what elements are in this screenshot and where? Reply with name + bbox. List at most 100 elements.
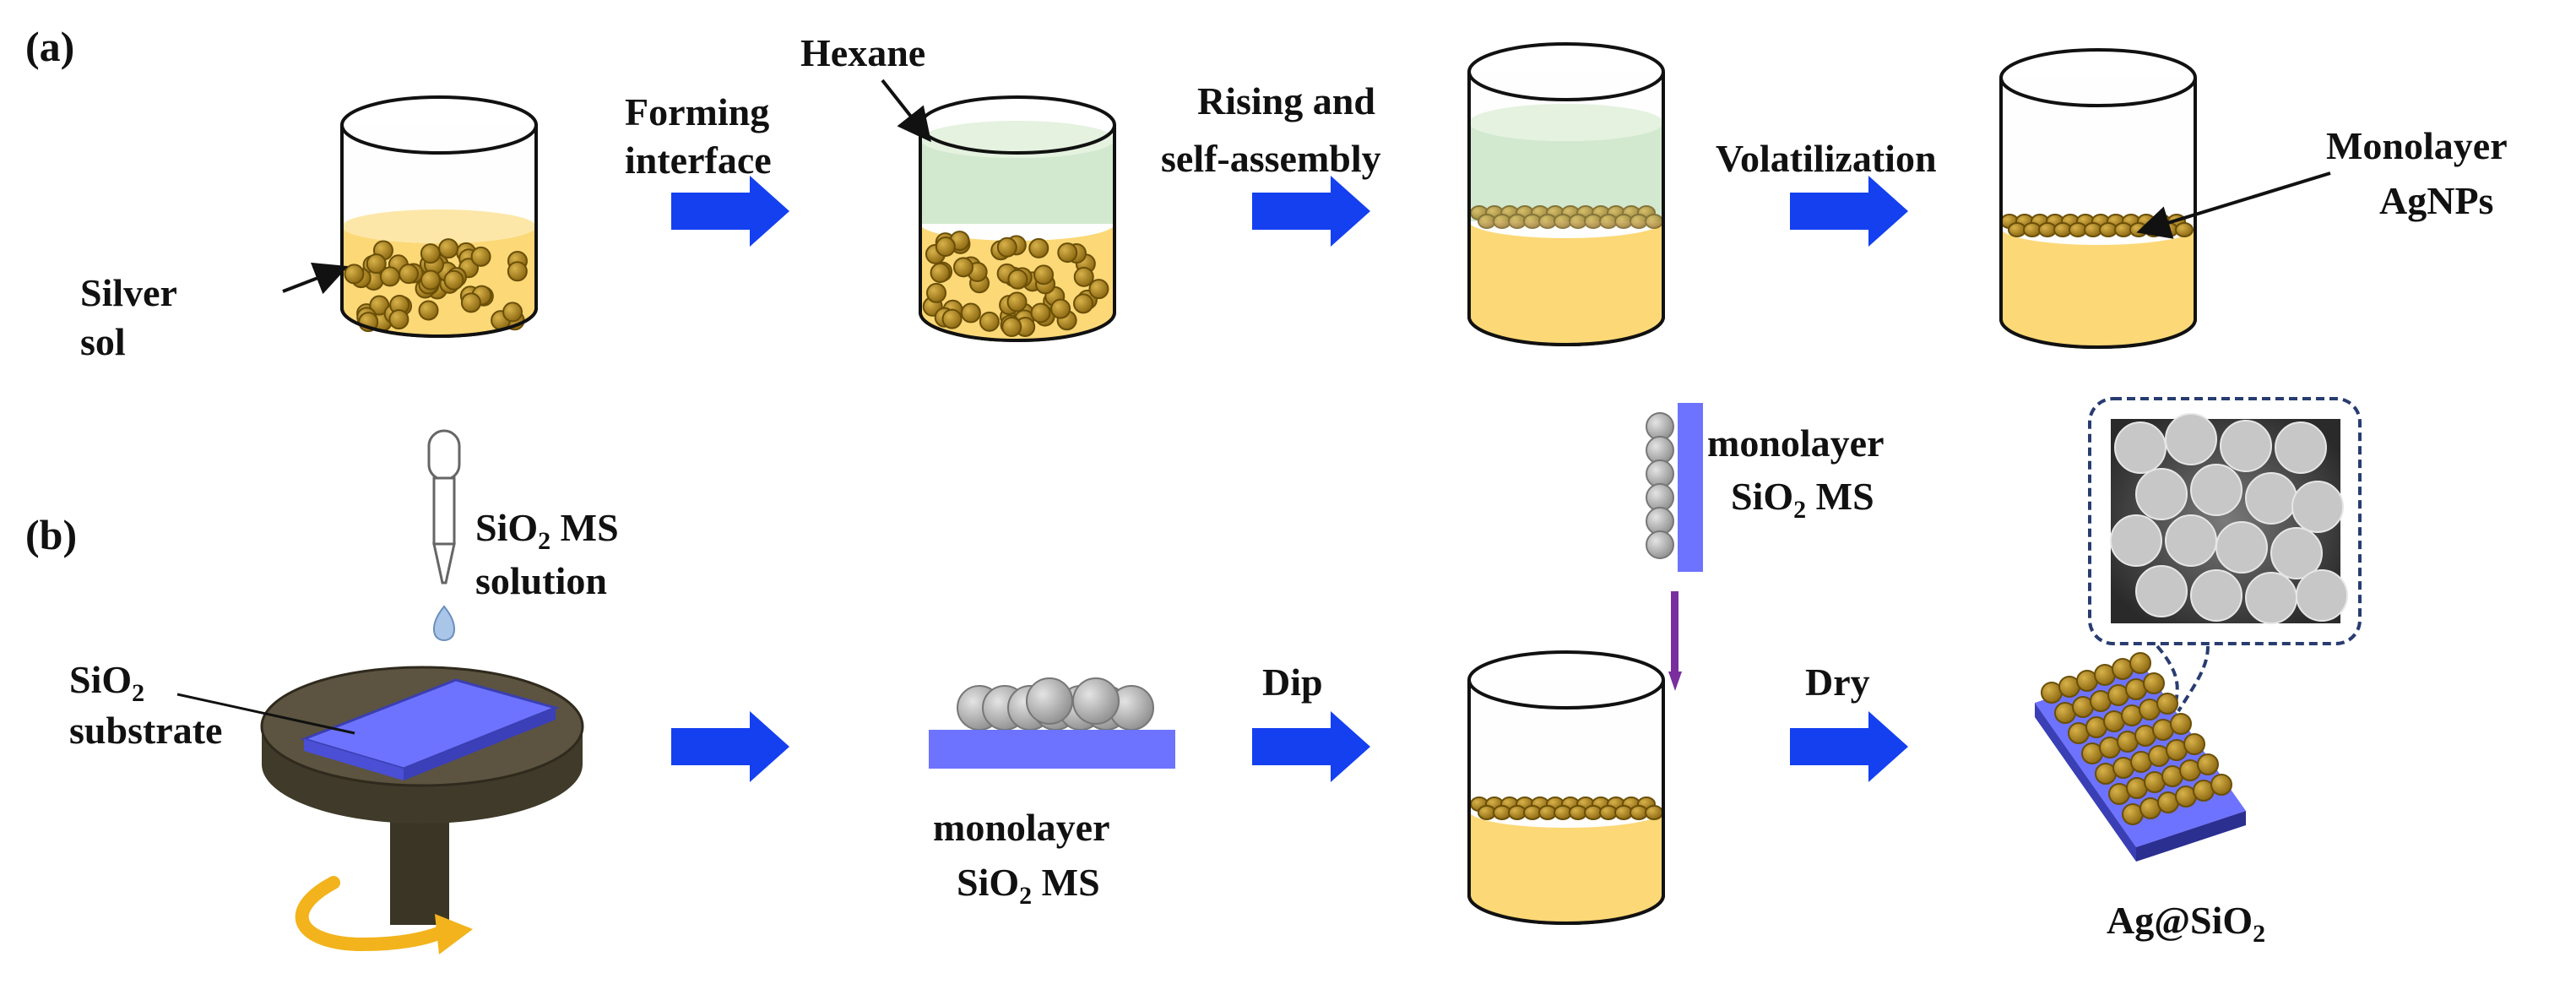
agnp-particle [1073, 293, 1094, 314]
rotation-arrowhead [435, 914, 473, 954]
agnp-particle [1006, 291, 1028, 313]
ag-sio2-particle [2143, 672, 2165, 694]
arrow-right-icon [1790, 711, 1908, 782]
agnp-particle [1073, 266, 1094, 287]
sio2-substrate-line2: substrate [69, 709, 222, 752]
arrow-right-icon [1252, 176, 1370, 247]
sem-particle [2296, 569, 2348, 622]
agnp-particle [979, 311, 1000, 332]
agnp-particle [438, 238, 459, 259]
beaker-icon [1999, 48, 2197, 349]
sem-particle [2245, 572, 2297, 624]
monolayer-sio2-line1: monolayer [933, 806, 1110, 849]
dropper-icon [427, 429, 461, 642]
sio2-solution-line2: solution [475, 559, 607, 602]
sem-particle [2270, 527, 2323, 579]
rotation-arrow-icon [295, 876, 454, 952]
spin-coater-icon [260, 666, 584, 925]
agnp-particle [935, 237, 956, 258]
agnp-particle [379, 266, 400, 287]
agnp-particle [1028, 237, 1049, 258]
sio2-substrate-plate [929, 730, 1175, 769]
agnp-particle [420, 269, 441, 291]
dry-label: Dry [1805, 661, 1870, 704]
sem-image-icon [2088, 397, 2362, 713]
dip-rod [1671, 591, 1678, 676]
agnp-particle [418, 300, 439, 321]
sem-particle [2245, 472, 2297, 525]
agnp-particle [1030, 302, 1051, 324]
sio2-substrate-line1: SiO2 [69, 658, 144, 707]
hexane-pointer [881, 79, 931, 143]
sem-particle [2275, 421, 2327, 474]
agnp-particle [941, 308, 963, 329]
sio2-sphere [1026, 677, 1073, 725]
agnp-particle [1050, 298, 1071, 319]
sio2-sphere [1646, 530, 1674, 559]
monolayer-agnps-pointer [2136, 171, 2331, 239]
agnp-particle [502, 302, 523, 323]
beaker-icon [1467, 650, 1665, 925]
ag-sio2-particle [2210, 774, 2232, 796]
sem-particle [2215, 521, 2268, 574]
vertical-substrate [1678, 403, 1703, 572]
arrow-right-icon [671, 711, 789, 782]
agnp-particle [996, 237, 1017, 258]
agnp-particle [366, 253, 387, 275]
agnp-particle [2175, 222, 2194, 237]
sem-particle [2220, 420, 2272, 472]
agnp-monolayer [1470, 797, 1663, 820]
agnp-particle [470, 246, 491, 267]
sem-particle [2135, 468, 2188, 520]
silver-sol-label-line2: sol [80, 320, 126, 363]
monolayer-sio2-line2: SiO2 MS [957, 861, 1100, 910]
dip-label: Dip [1262, 661, 1323, 704]
arrow-right-icon [1790, 176, 1908, 247]
agnp-particle [1645, 805, 1663, 820]
monolayer-agnps-line2: AgNPs [2379, 179, 2493, 222]
agnp-particle [443, 269, 464, 291]
agnp-particle [507, 261, 528, 282]
sio2-solution-line1: SiO2 MS [475, 506, 619, 555]
agnp-particle [926, 282, 947, 303]
step-rising-line1: Rising and [1197, 79, 1375, 122]
ag-sio2-particle [2129, 652, 2151, 674]
agnp-particle [399, 264, 420, 285]
agnp-particle [960, 302, 981, 324]
ag-sio2-label: Ag@SiO2 [2107, 899, 2265, 948]
sio2-sphere [1072, 677, 1120, 725]
beaker-icon [340, 95, 538, 338]
sem-particle [2190, 569, 2242, 622]
ag-sio2-particle [2170, 713, 2192, 735]
agnp-particle [1645, 214, 1663, 229]
dipped-monolayer-line1: monolayer [1707, 421, 1885, 465]
sem-particle [2110, 514, 2162, 567]
sem-particle [2190, 464, 2242, 516]
hexane-label: Hexane [800, 31, 925, 74]
panel-b-label: (b) [25, 511, 77, 558]
agnp-particle [420, 243, 441, 264]
agnp-particle [1057, 242, 1078, 264]
agnp-particle [1033, 264, 1055, 285]
sio2-sphere-column [1646, 412, 1674, 559]
agnp-particle [460, 292, 481, 313]
beaker-icon [919, 95, 1116, 342]
substrate-pointer [176, 693, 355, 735]
agnp-particle [1001, 317, 1022, 338]
ag-sio2-chip [2035, 652, 2246, 862]
sem-particle [2114, 421, 2167, 474]
panel-a-label: (a) [25, 23, 74, 70]
step-rising-line2: self-assembly [1161, 137, 1381, 180]
agnp-particle [953, 257, 974, 278]
agnp-particle [388, 309, 409, 330]
step-volatilization: Volatilization [1716, 137, 1937, 180]
agnp-particle [344, 264, 365, 285]
agnp-layer [1470, 205, 1663, 229]
sem-particle [2135, 565, 2188, 617]
agnp-particle [1007, 269, 1028, 290]
silver-sol-pointer [282, 262, 349, 295]
beaker-icon [1467, 42, 1665, 346]
dipped-monolayer-line2: SiO2 MS [1731, 475, 1874, 524]
sem-particle [2165, 514, 2217, 567]
